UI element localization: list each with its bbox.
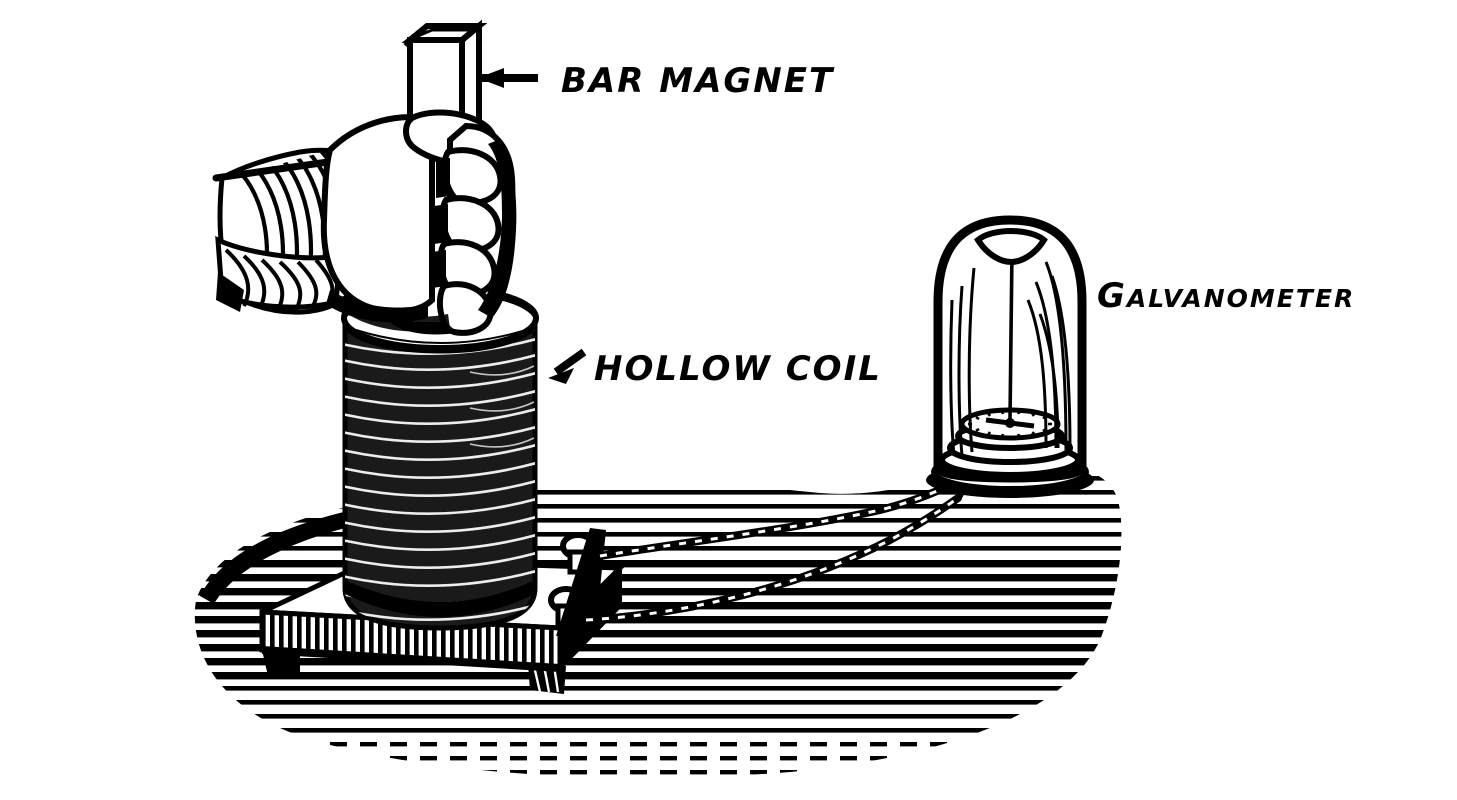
label-bar-magnet: BAR MAGNET: [478, 61, 835, 101]
binding-posts: [548, 528, 606, 636]
arrow-down-left-icon: [548, 348, 587, 384]
hand-shadow: [348, 300, 450, 332]
svg-text:GALVANOMETER: GALVANOMETER: [1097, 276, 1355, 316]
hollow-coil: [341, 285, 539, 631]
label-hollow-coil: HOLLOW COIL: [548, 348, 882, 389]
galvanometer: [926, 215, 1094, 498]
label-galvanometer-initial: G: [1097, 276, 1127, 316]
label-hollow-coil-text: HOLLOW COIL: [594, 349, 882, 389]
label-galvanometer: GALVANOMETER: [1097, 276, 1355, 316]
hand: [320, 109, 517, 336]
arrow-left-icon: [478, 68, 538, 88]
label-bar-magnet-text: BAR MAGNET: [561, 61, 835, 101]
label-galvanometer-rest: ALVANOMETER: [1125, 284, 1355, 313]
bell-jar: [933, 215, 1087, 483]
